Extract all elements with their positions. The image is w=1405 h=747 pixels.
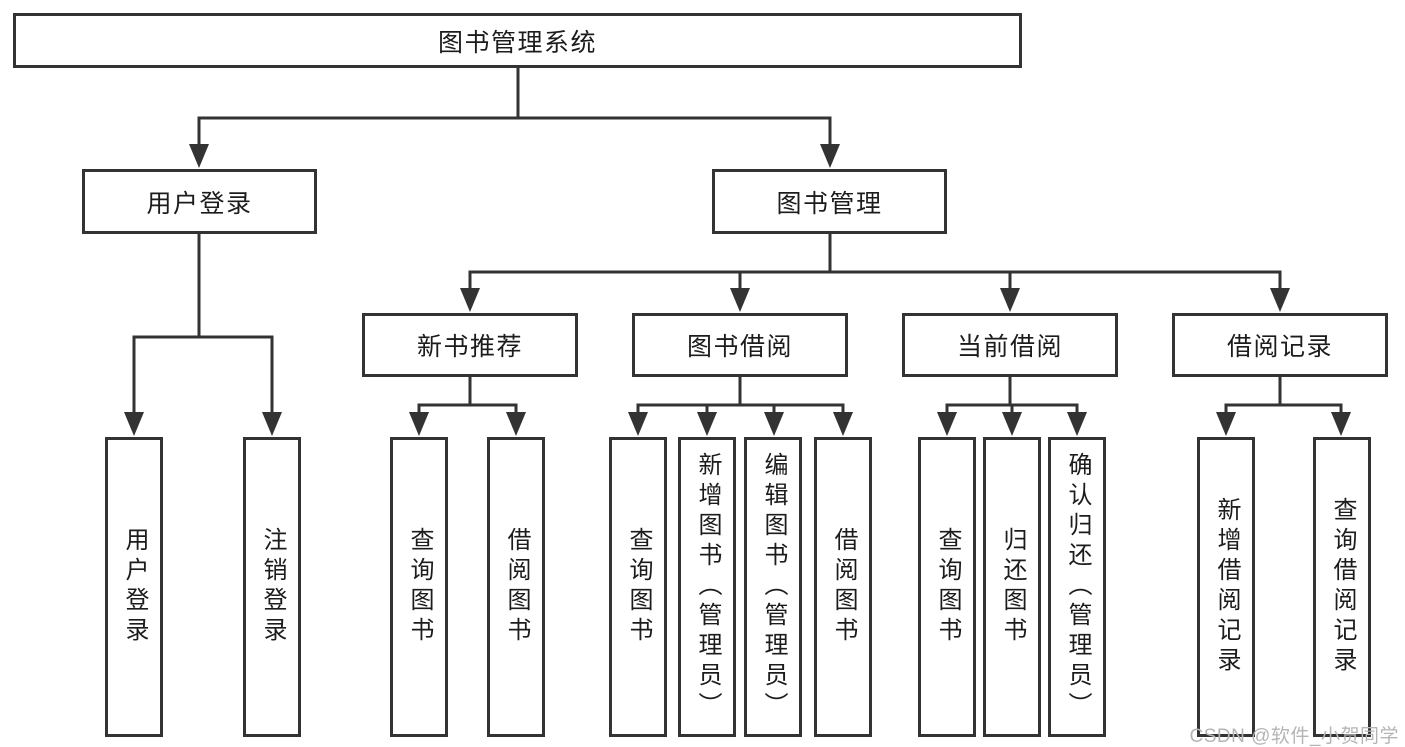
node-new-book-recommend-label: 新书推荐 <box>416 333 523 361</box>
node-library-system: 图书管理系统 <box>13 13 1022 68</box>
leaf-confirm-return-admin: 确认归还（管理员） <box>1048 437 1106 737</box>
leaf-query-books-recommend-label: 查询图书 <box>406 527 433 647</box>
leaf-query-books-current: 查询图书 <box>918 437 976 737</box>
leaf-add-book-admin: 新增图书（管理员） <box>678 437 736 737</box>
node-book-management-label: 图书管理 <box>776 189 883 218</box>
leaf-borrow-books-label: 借阅图书 <box>830 527 857 647</box>
leaf-add-borrow-record-label: 新增借阅记录 <box>1213 497 1240 677</box>
connector-borrow-records <box>1216 375 1351 436</box>
leaf-add-book-admin-label: 新增图书（管理员） <box>694 452 721 722</box>
node-book-borrow-label: 图书借阅 <box>686 333 793 361</box>
node-book-borrow: 图书借阅 <box>632 313 848 377</box>
leaf-return-book-label: 归还图书 <box>999 527 1026 647</box>
leaf-query-borrow-record-label: 查询借阅记录 <box>1329 497 1356 677</box>
node-borrow-records: 借阅记录 <box>1172 313 1388 377</box>
node-borrow-records-label: 借阅记录 <box>1226 333 1333 361</box>
leaf-borrow-books-recommend: 借阅图书 <box>487 437 545 737</box>
leaf-user-login: 用户登录 <box>105 437 163 737</box>
leaf-query-borrow-record: 查询借阅记录 <box>1313 437 1371 737</box>
connector-book-management <box>460 232 1290 312</box>
node-book-management: 图书管理 <box>712 169 947 234</box>
leaf-logout: 注销登录 <box>243 437 301 737</box>
leaf-edit-book-admin-label: 编辑图书（管理员） <box>760 452 787 722</box>
node-library-system-label: 图书管理系统 <box>437 28 597 57</box>
connector-root <box>189 64 840 168</box>
connector-user-login <box>124 232 282 436</box>
leaf-confirm-return-admin-label: 确认归还（管理员） <box>1064 452 1091 722</box>
leaf-query-books-borrow: 查询图书 <box>609 437 667 737</box>
leaf-query-books-current-label: 查询图书 <box>934 527 961 647</box>
leaf-user-login-label: 用户登录 <box>121 527 148 647</box>
leaf-borrow-books-recommend-label: 借阅图书 <box>503 527 530 647</box>
connector-new-book-recommend <box>409 375 526 436</box>
node-current-borrow-label: 当前借阅 <box>956 333 1063 361</box>
leaf-borrow-books: 借阅图书 <box>814 437 872 737</box>
leaf-add-borrow-record: 新增借阅记录 <box>1197 437 1255 737</box>
node-user-login-label: 用户登录 <box>146 189 253 218</box>
watermark: CSDN @软件_小贺同学 <box>1189 726 1399 747</box>
leaf-return-book: 归还图书 <box>983 437 1041 737</box>
leaf-query-books-recommend: 查询图书 <box>390 437 448 737</box>
leaf-logout-label: 注销登录 <box>259 527 286 647</box>
node-current-borrow: 当前借阅 <box>902 313 1118 377</box>
node-new-book-recommend: 新书推荐 <box>362 313 578 377</box>
node-user-login: 用户登录 <box>82 169 317 234</box>
leaf-query-books-borrow-label: 查询图书 <box>625 527 652 647</box>
connector-book-borrow <box>628 375 853 436</box>
leaf-edit-book-admin: 编辑图书（管理员） <box>744 437 802 737</box>
connector-current-borrow <box>937 375 1087 436</box>
